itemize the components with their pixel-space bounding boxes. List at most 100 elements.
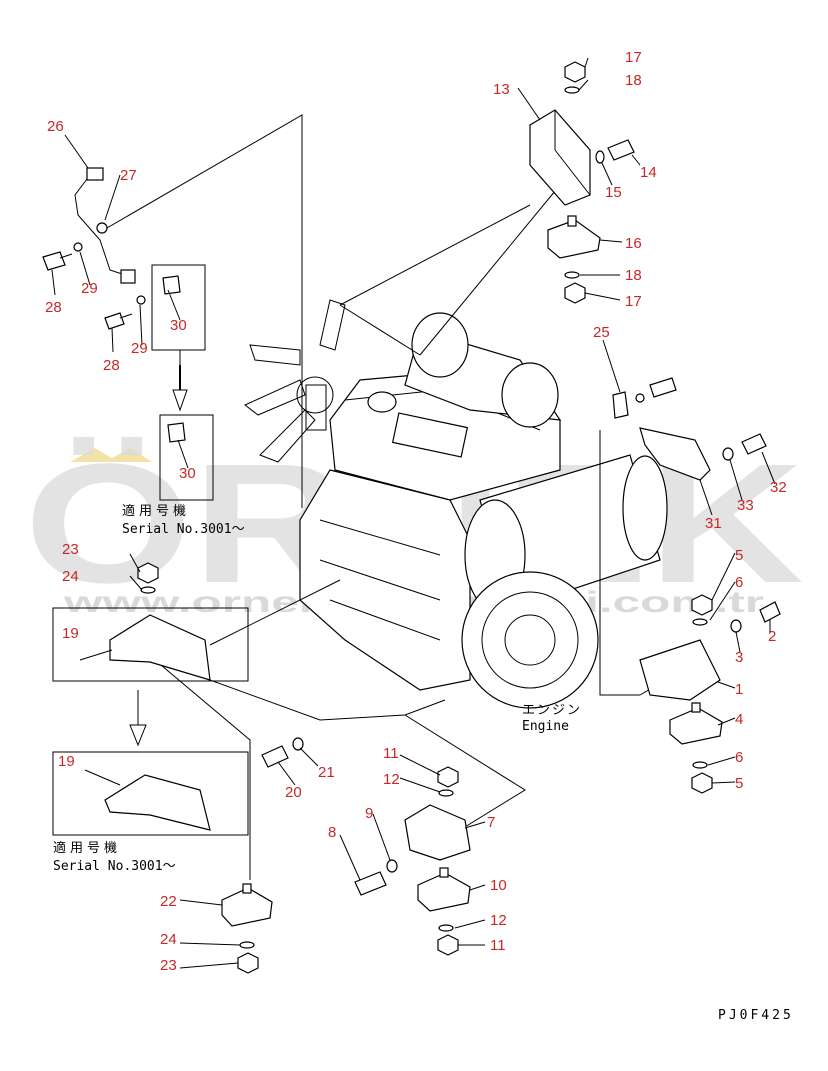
callout-5-bottom: 5 (735, 775, 743, 792)
callout-31: 31 (705, 515, 722, 532)
bracket-1 (639, 639, 721, 701)
bracket-13 (529, 109, 591, 206)
callout-19-top: 19 (62, 625, 79, 642)
washer-18-top (564, 86, 580, 94)
callout-27: 27 (120, 167, 137, 184)
callout-13: 13 (493, 81, 510, 98)
bolt-20 (261, 745, 289, 768)
bolt-28-a (42, 251, 66, 271)
bolt-2 (759, 601, 781, 623)
washer-24-top (140, 586, 156, 594)
mount-4 (669, 707, 723, 745)
detail-box-30-bottom (159, 414, 214, 501)
callout-6-top: 6 (735, 574, 743, 591)
nut-5-bottom (691, 772, 713, 794)
callout-29-a: 29 (81, 280, 98, 297)
callout-29-b: 29 (131, 340, 148, 357)
callout-8: 8 (328, 824, 336, 841)
callout-6-bottom: 6 (735, 749, 743, 766)
callout-7: 7 (487, 814, 495, 831)
callout-22: 22 (160, 893, 177, 910)
callout-28-b: 28 (103, 357, 120, 374)
washer-9 (386, 859, 398, 873)
callout-4: 4 (735, 711, 743, 728)
clamp-30-a (162, 275, 181, 295)
washer-24-bottom (239, 941, 255, 949)
washer-15 (595, 150, 605, 164)
engine-drawing (244, 299, 668, 709)
callout-30-bottom: 30 (179, 465, 196, 482)
callout-12-top: 12 (383, 771, 400, 788)
callout-32: 32 (770, 479, 787, 496)
washer-6-bottom (692, 761, 708, 769)
callout-numbers: 1 2 3 4 5 5 6 6 7 8 9 10 11 11 12 12 13 … (45, 49, 787, 974)
callout-14: 14 (640, 164, 657, 181)
callout-17-top: 17 (625, 49, 642, 66)
flywheel-housing (461, 571, 599, 709)
bracket-7 (404, 804, 471, 861)
callout-3: 3 (735, 649, 743, 666)
nut-23-bottom (237, 952, 259, 974)
mount-10 (417, 872, 471, 912)
leader-lines (99, 114, 701, 880)
detail-box-19-top (52, 607, 249, 682)
callout-28-a: 28 (45, 299, 62, 316)
callout-18-top: 18 (625, 72, 642, 89)
callout-5-top: 5 (735, 547, 743, 564)
air-cleaner (404, 312, 562, 428)
bracket-25 (612, 391, 629, 419)
engine-block (299, 469, 471, 691)
callout-19-bottom: 19 (58, 753, 75, 770)
nut-11-bottom (437, 934, 459, 956)
callout-17-bottom: 17 (625, 293, 642, 310)
drawing-code: PJ0F425 (718, 1008, 794, 1023)
bracket-19-bottom (104, 774, 211, 831)
nut-11-top (437, 766, 459, 788)
watermark-accent-left (70, 448, 118, 462)
mount-22 (221, 887, 273, 927)
engine-label-en: Engine (522, 719, 569, 734)
bolt-8 (354, 871, 387, 896)
callout-12-bottom: 12 (490, 912, 507, 929)
engine-label-jp: エンジン (522, 703, 582, 718)
muffler (464, 454, 668, 611)
washer-21 (292, 737, 304, 751)
text-labels: 適用号機 Serial No.3001～ 適用号機 Serial No.3001… (53, 503, 794, 1023)
washer-3 (730, 619, 742, 633)
callout-20: 20 (285, 784, 302, 801)
callout-23-top: 23 (62, 541, 79, 558)
callout-18-bottom: 18 (625, 267, 642, 284)
nut-5-top (691, 594, 713, 616)
callout-leaders (51, 57, 776, 969)
washer-18-bottom (564, 271, 580, 279)
callout-16: 16 (625, 235, 642, 252)
bolt-32 (741, 433, 767, 455)
callout-11-bottom: 11 (490, 937, 506, 954)
connector (120, 269, 136, 284)
washer-12-bottom (438, 924, 454, 932)
callout-25: 25 (593, 324, 610, 341)
serial-note-top-jp: 適用号機 (122, 503, 190, 519)
bolt-28-b (104, 312, 125, 330)
sensor-26 (86, 167, 104, 181)
detail-boxes (52, 264, 249, 836)
nut-17-bottom (564, 282, 586, 304)
detail-box-19-bottom (52, 751, 249, 836)
nut-23-top (137, 562, 159, 584)
nut-17-top (564, 61, 586, 83)
parts (42, 61, 781, 974)
callout-24-bottom: 24 (160, 931, 177, 948)
serial-note-top-en: Serial No.3001～ (122, 522, 245, 537)
washer-29-b (136, 295, 146, 305)
callout-2: 2 (768, 628, 776, 645)
serial-note-bottom-en: Serial No.3001～ (53, 859, 176, 874)
washer-33 (722, 447, 734, 461)
callout-30-top: 30 (170, 317, 187, 334)
bolt-14 (607, 139, 635, 161)
washer-6-top (692, 618, 708, 626)
callout-10: 10 (490, 877, 507, 894)
callout-11-top: 11 (383, 745, 399, 762)
bolt-25 (649, 377, 677, 398)
callout-33: 33 (737, 497, 754, 514)
